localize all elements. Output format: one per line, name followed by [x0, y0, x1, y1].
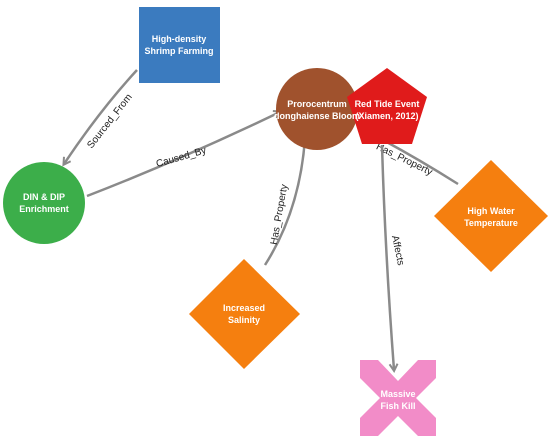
- node-label-temp-line2: Temperature: [464, 218, 518, 228]
- node-label-salinity-line2: Salinity: [228, 315, 260, 325]
- node-prorocentrum-bloom[interactable]: [276, 68, 358, 150]
- node-massive-fish-kill[interactable]: Massive Fish Kill: [360, 360, 436, 436]
- node-shrimp-farming[interactable]: High-density Shrimp Farming: [139, 7, 220, 83]
- node-increased-salinity[interactable]: Increased Salinity: [189, 259, 300, 369]
- node-label-din-line1: DIN & DIP: [23, 192, 65, 202]
- node-high-water-temperature[interactable]: High Water Temperature: [434, 160, 548, 272]
- edge-label-has-property-salinity: Has_Property: [269, 184, 290, 246]
- edge-has-property-temp: Has_Property: [374, 138, 459, 186]
- edge-affects: Affects: [380, 144, 406, 370]
- node-label-shrimp-line2: Shrimp Farming: [144, 46, 213, 56]
- node-red-tide-event[interactable]: [347, 68, 427, 144]
- node-label-salinity-line1: Increased: [223, 303, 265, 313]
- node-din-dip-enrichment[interactable]: DIN & DIP Enrichment: [3, 162, 85, 244]
- node-label-prorocentrum-line1: Prorocentrum: [287, 99, 347, 109]
- node-label-red-tide-line2: (Xiamen, 2012): [355, 111, 418, 121]
- edge-sourced-from: Sourced_From: [64, 69, 138, 164]
- edge-label-affects: Affects: [389, 234, 406, 266]
- node-label-shrimp-line1: High-density: [152, 34, 207, 44]
- edge-caused-by: Caused_By: [86, 112, 280, 198]
- node-label-red-tide-line1: Red Tide Event: [355, 99, 420, 109]
- edge-label-caused-by: Caused_By: [155, 145, 208, 170]
- node-label-temp-line1: High Water: [467, 206, 515, 216]
- edge-has-property-salinity: Has_Property: [263, 138, 305, 266]
- node-label-din-line2: Enrichment: [19, 204, 69, 214]
- node-label-fish-line1: Massive: [380, 389, 415, 399]
- node-label-fish-line2: Fish Kill: [380, 401, 415, 411]
- node-label-prorocentrum-line2: donghaiense Bloom: [274, 111, 360, 121]
